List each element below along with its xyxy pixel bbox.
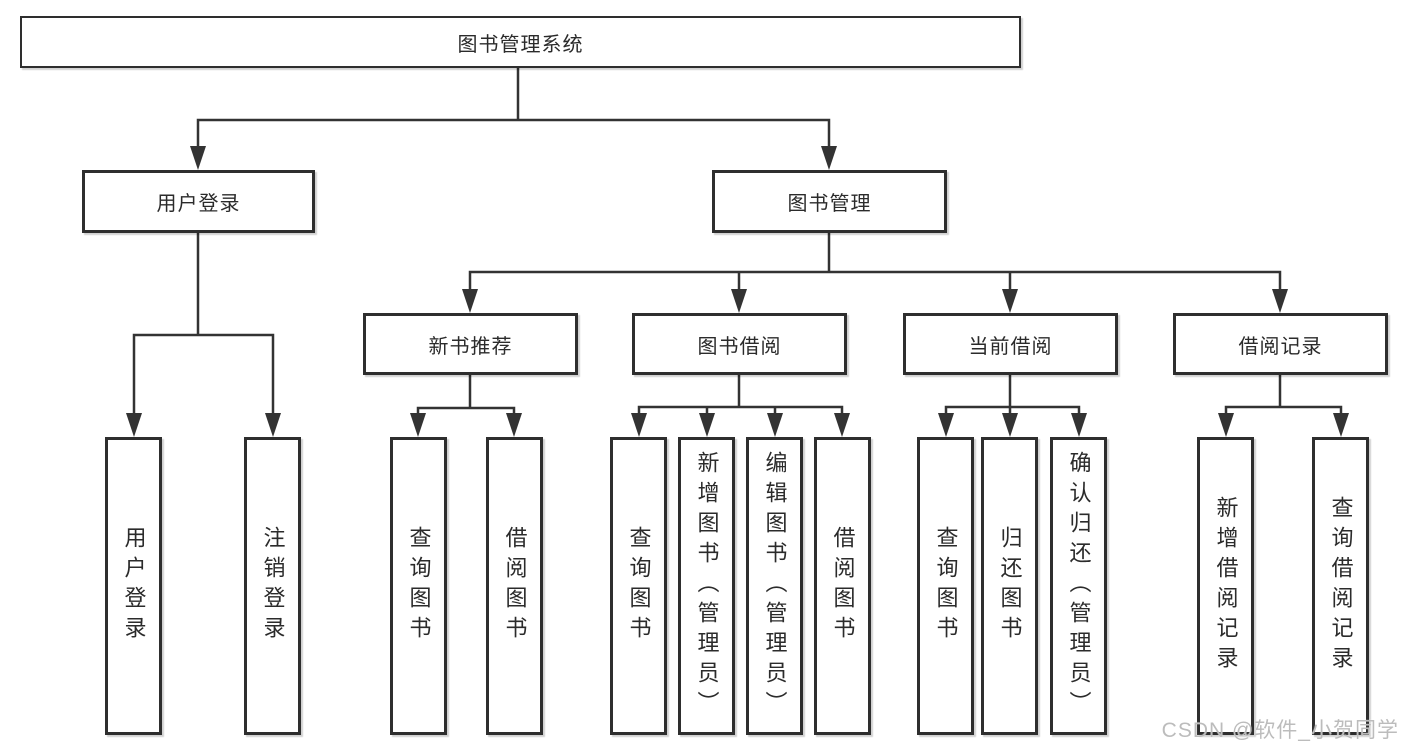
- leaf-logout-label: 注销登录: [260, 526, 286, 646]
- leaf-query-record-label: 查询借阅记录: [1328, 496, 1354, 676]
- leaf-borrow-book-1-label: 借阅图书: [502, 526, 528, 646]
- connector-borrow-record-to-leaves: [1218, 373, 1349, 437]
- leaf-query-book-3: 查询图书: [917, 437, 974, 735]
- node-borrow-record-label: 借阅记录: [1238, 335, 1323, 358]
- leaf-borrow-book-1: 借阅图书: [486, 437, 543, 735]
- connector-new-book-rec-to-leaves: [410, 373, 522, 437]
- leaf-query-book-1-label: 查询图书: [406, 526, 432, 646]
- leaf-return-book-label: 归还图书: [997, 526, 1023, 646]
- leaf-add-book-label: 新增图书（管理员）: [694, 451, 720, 721]
- node-user-login: 用户登录: [82, 170, 315, 233]
- leaf-query-book-3-label: 查询图书: [933, 526, 959, 646]
- leaf-confirm-return-label: 确认归还（管理员）: [1066, 451, 1092, 721]
- leaf-add-record-label: 新增借阅记录: [1213, 496, 1239, 676]
- node-new-book-rec-label: 新书推荐: [428, 335, 513, 358]
- node-user-login-label: 用户登录: [156, 193, 241, 215]
- node-new-book-rec: 新书推荐: [363, 313, 578, 375]
- node-borrow-record: 借阅记录: [1173, 313, 1388, 375]
- node-root-system: 图书管理系统: [20, 16, 1021, 68]
- connector-user-login-to-leaves: [126, 231, 281, 437]
- node-current-borrow: 当前借阅: [903, 313, 1118, 375]
- csdn-watermark: CSDN @软件_小贺同学: [1161, 719, 1399, 742]
- node-book-mgmt-label: 图书管理: [787, 193, 872, 215]
- leaf-query-record: 查询借阅记录: [1312, 437, 1369, 735]
- node-book-mgmt: 图书管理: [712, 170, 947, 233]
- node-book-borrow: 图书借阅: [632, 313, 847, 375]
- leaf-confirm-return: 确认归还（管理员）: [1050, 437, 1107, 735]
- leaf-user-login: 用户登录: [105, 437, 162, 735]
- leaf-query-book-1: 查询图书: [390, 437, 447, 735]
- leaf-return-book: 归还图书: [981, 437, 1038, 735]
- leaf-borrow-book-2: 借阅图书: [814, 437, 871, 735]
- connector-book-mgmt-to-level3: [462, 231, 1288, 313]
- node-book-borrow-label: 图书借阅: [697, 335, 782, 358]
- node-root-label: 图书管理系统: [457, 33, 584, 56]
- connector-current-borrow-to-leaves: [938, 373, 1087, 437]
- node-current-borrow-label: 当前借阅: [968, 335, 1053, 358]
- leaf-query-book-2: 查询图书: [610, 437, 667, 735]
- connector-root-to-level2: [190, 66, 837, 170]
- leaf-add-record: 新增借阅记录: [1197, 437, 1254, 735]
- connector-book-borrow-to-leaves: [631, 373, 850, 437]
- leaf-borrow-book-2-label: 借阅图书: [830, 526, 856, 646]
- leaf-edit-book-label: 编辑图书（管理员）: [762, 451, 788, 721]
- leaf-user-login-label: 用户登录: [121, 526, 147, 646]
- leaf-query-book-2-label: 查询图书: [626, 526, 652, 646]
- leaf-add-book: 新增图书（管理员）: [678, 437, 735, 735]
- leaf-edit-book: 编辑图书（管理员）: [746, 437, 803, 735]
- leaf-logout: 注销登录: [244, 437, 301, 735]
